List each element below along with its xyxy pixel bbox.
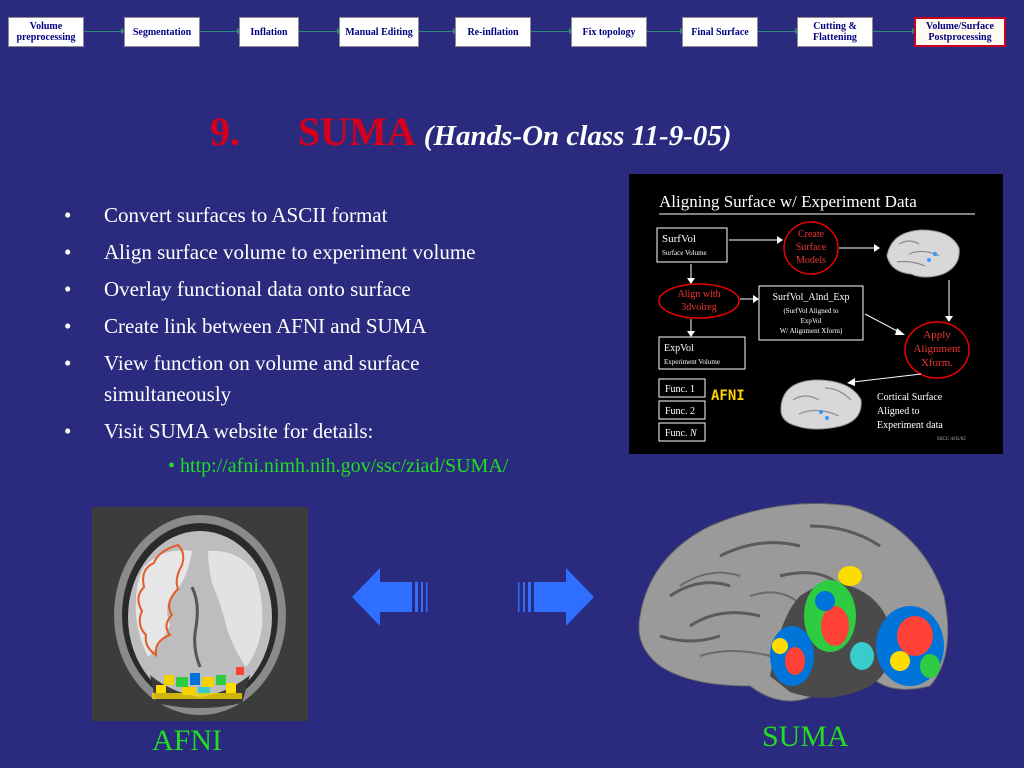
func-1-label: Func. 1 — [665, 384, 695, 395]
alnd-sub1: (SurfVol Aligned to — [783, 307, 839, 315]
expvol-sublabel: Experiment Volume — [664, 358, 720, 366]
arrow-left-icon — [352, 568, 428, 626]
cortical-line2: Aligned to — [877, 406, 920, 417]
bullet-item: • Align surface volume to experiment volu… — [64, 237, 624, 268]
suma-cortical-surface-image — [638, 503, 949, 702]
diagram-title: Aligning Surface w/ Experiment Data — [659, 192, 917, 211]
activation-overlay-surface — [770, 566, 944, 686]
bullet-text: Visit SUMA website for details: — [104, 419, 374, 443]
bullet-dot: • — [64, 240, 72, 264]
step-segmentation[interactable]: Segmentation — [124, 17, 200, 47]
func-2-label: Func. 2 — [665, 406, 695, 417]
step-re-inflation[interactable]: Re-inflation — [455, 17, 531, 47]
brain-thumbnail-top — [886, 229, 960, 278]
suma-website-url[interactable]: http://afni.nimh.nih.gov/ssc/ziad/SUMA/ — [180, 455, 509, 477]
suma-caption: SUMA — [762, 720, 849, 753]
step-cutting-flattening[interactable]: Cutting & Flattening — [797, 17, 873, 47]
expvol-label: ExpVol — [664, 343, 694, 354]
title-number: 9. — [210, 109, 240, 154]
func-n-label: Func. N — [665, 428, 698, 439]
pipeline-connector — [531, 28, 574, 34]
bullet-text: Overlay functional data onto surface — [104, 277, 411, 301]
bullet-list: • Convert surfaces to ASCII format • Align… — [64, 200, 624, 453]
apply-line2: Alignment — [913, 343, 960, 355]
create-surface-models-node — [783, 221, 839, 275]
pipeline-connector — [758, 28, 800, 34]
alnd-sub3: W/ Alignment Xform) — [780, 327, 843, 335]
pipeline-connector — [419, 28, 458, 34]
func-n-prefix: Func. — [665, 428, 688, 439]
func-2-box — [658, 400, 706, 420]
create-line3: Models — [796, 255, 826, 266]
surfvol-alnd-exp-box — [758, 285, 864, 341]
bullet-item: • Overlay functional data onto surface — [64, 274, 624, 305]
alnd-label: SurfVol_Alnd_Exp — [772, 292, 849, 303]
create-line1: Create — [798, 229, 825, 240]
apply-line3: Xform. — [921, 357, 953, 369]
bullet-item: • View function on volume and surface sim… — [64, 348, 524, 410]
surfvol-label: SurfVol — [662, 233, 696, 245]
bullet-item: • Convert surfaces to ASCII format — [64, 200, 624, 231]
bullet-text: Convert surfaces to ASCII format — [104, 203, 388, 227]
page-title: 9. SUMA(Hands-On class 11-9-05) — [210, 108, 732, 155]
func-1-box — [658, 378, 706, 398]
step-volume-surface-postprocessing[interactable]: Volume/Surface Postprocessing — [914, 17, 1006, 47]
afni-brain-slice-image — [92, 507, 308, 721]
surfvol-sublabel: Surface Volume — [662, 249, 707, 257]
bullet-dot: • — [64, 351, 72, 375]
pipeline-connector — [647, 28, 685, 34]
step-final-surface[interactable]: Final Surface — [682, 17, 758, 47]
bullet-text: Align surface volume to experiment volum… — [104, 240, 476, 264]
surfvol-box — [656, 227, 728, 263]
bullet-text: View function on volume and surface simu… — [104, 351, 420, 406]
activation-overlay — [152, 667, 244, 699]
pipeline-connector — [299, 28, 342, 34]
pipeline-connector — [873, 28, 917, 34]
bullet-dot: • — [64, 277, 72, 301]
cortical-line3: Experiment data — [877, 420, 943, 431]
alnd-sub2: ExpVol — [801, 317, 822, 325]
afni-label: AFNI — [711, 388, 745, 404]
align-line1: Align with — [677, 289, 720, 300]
align-line2: 3dvolreg — [681, 302, 717, 313]
diagram-credit: SSCC 4/05/02 — [937, 437, 966, 442]
afni-caption: AFNI — [152, 724, 223, 757]
alignment-diagram: Aligning Surface w/ Experiment Data Surf… — [629, 174, 1003, 454]
bullet-dot: • — [64, 203, 72, 227]
apply-line1: Apply — [923, 329, 951, 341]
align-3dvolreg-node — [658, 283, 740, 319]
func-n-box — [658, 422, 706, 442]
title-main: SUMA — [298, 109, 416, 154]
cortical-line1: Cortical Surface — [877, 392, 943, 403]
func-n-suffix: N — [689, 428, 698, 439]
expvol-box — [658, 336, 746, 370]
step-volume-preprocessing[interactable]: Volume preprocessing — [8, 17, 84, 47]
sub-bullet-dot: • — [168, 455, 176, 477]
brain-thumbnail-bottom — [780, 379, 862, 430]
suma-website-link[interactable]: • http://afni.nimh.nih.gov/ssc/ziad/SUMA… — [168, 455, 508, 478]
bullet-dot: • — [64, 419, 72, 443]
title-subtitle: (Hands-On class 11-9-05) — [423, 120, 732, 152]
bullet-item: • Visit SUMA website for details: — [64, 416, 624, 447]
pipeline-connector — [200, 28, 242, 34]
apply-alignment-node — [904, 321, 970, 379]
arrow-right-icon — [518, 568, 594, 626]
step-manual-editing[interactable]: Manual Editing — [339, 17, 419, 47]
bullet-dot: • — [64, 314, 72, 338]
pipeline-connector — [84, 28, 126, 34]
bullet-item: • Create link between AFNI and SUMA — [64, 311, 624, 342]
step-fix-topology[interactable]: Fix topology — [571, 17, 647, 47]
create-line2: Surface — [796, 242, 827, 253]
step-inflation[interactable]: Inflation — [239, 17, 299, 47]
bullet-text: Create link between AFNI and SUMA — [104, 314, 427, 338]
